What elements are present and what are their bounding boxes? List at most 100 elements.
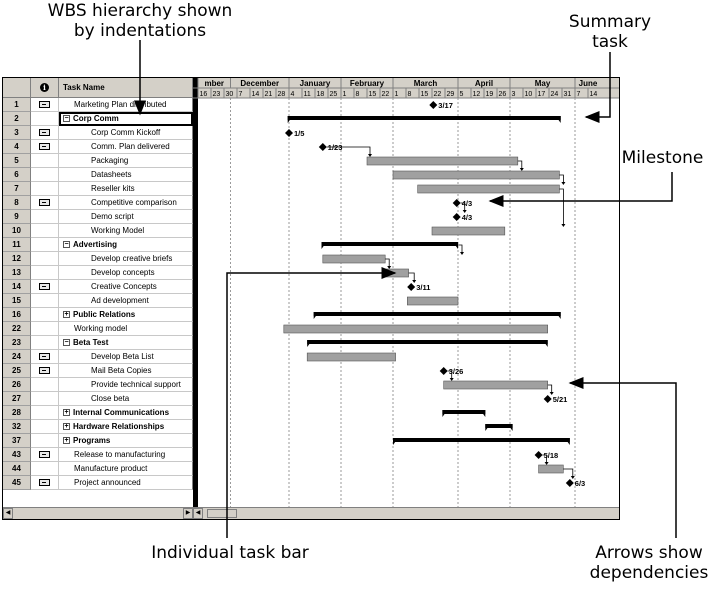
task-row[interactable]: 26 Provide technical support — [3, 378, 193, 392]
row-id[interactable]: 43 — [3, 448, 31, 462]
id-column-header[interactable] — [3, 78, 31, 98]
task-name-cell[interactable]: Release to manufacturing — [59, 448, 193, 462]
task-row[interactable]: 3 Corp Comm Kickoff — [3, 126, 193, 140]
task-row[interactable]: 2−Corp Comm — [3, 112, 193, 126]
note-icon[interactable] — [39, 479, 50, 486]
task-row[interactable]: 5 Packaging — [3, 154, 193, 168]
note-icon[interactable] — [39, 143, 50, 150]
indicators-column-header[interactable]: i — [31, 78, 59, 98]
row-id[interactable]: 12 — [3, 252, 31, 266]
expand-icon[interactable]: + — [63, 423, 70, 431]
task-row[interactable]: 27 Close beta — [3, 392, 193, 406]
note-icon[interactable] — [39, 129, 50, 136]
row-id[interactable]: 11 — [3, 238, 31, 252]
task-name-cell[interactable]: Creative Concepts — [59, 280, 193, 294]
row-id[interactable]: 8 — [3, 196, 31, 210]
collapse-icon[interactable]: − — [63, 339, 70, 347]
note-icon[interactable] — [39, 367, 50, 374]
task-name-cell[interactable]: Ad development — [59, 294, 193, 308]
note-icon[interactable] — [39, 199, 50, 206]
task-name-cell[interactable]: Close beta — [59, 392, 193, 406]
row-id[interactable]: 7 — [3, 182, 31, 196]
task-row[interactable]: 13 Develop concepts — [3, 266, 193, 280]
task-name-cell[interactable]: Marketing Plan distributed — [59, 98, 193, 112]
task-row[interactable]: 43 Release to manufacturing — [3, 448, 193, 462]
task-name-cell[interactable]: Datasheets — [59, 168, 193, 182]
collapse-icon[interactable]: − — [63, 241, 70, 249]
row-id[interactable]: 16 — [3, 308, 31, 322]
task-row[interactable]: 1 Marketing Plan distributed — [3, 98, 193, 112]
row-id[interactable]: 5 — [3, 154, 31, 168]
row-id[interactable]: 25 — [3, 364, 31, 378]
expand-icon[interactable]: + — [63, 409, 70, 417]
task-name-cell[interactable]: Mail Beta Copies — [59, 364, 193, 378]
row-id[interactable]: 28 — [3, 406, 31, 420]
row-id[interactable]: 27 — [3, 392, 31, 406]
task-row[interactable]: 23 −Beta Test — [3, 336, 193, 350]
task-row[interactable]: 28 +Internal Communications — [3, 406, 193, 420]
row-id[interactable]: 13 — [3, 266, 31, 280]
task-name-cell[interactable]: +Programs — [59, 434, 193, 448]
task-name-cell[interactable]: Packaging — [59, 154, 193, 168]
row-id[interactable]: 23 — [3, 336, 31, 350]
row-id[interactable]: 9 — [3, 210, 31, 224]
task-name-cell[interactable]: Corp Comm Kickoff — [59, 126, 193, 140]
task-name-cell[interactable]: Develop creative briefs — [59, 252, 193, 266]
task-row[interactable]: 14 Creative Concepts — [3, 280, 193, 294]
scroll-right-button[interactable]: ▶ — [183, 508, 193, 519]
task-name-cell[interactable]: Develop concepts — [59, 266, 193, 280]
row-id[interactable]: 6 — [3, 168, 31, 182]
row-id[interactable]: 32 — [3, 420, 31, 434]
expand-icon[interactable]: + — [63, 437, 70, 445]
task-row[interactable]: 25 Mail Beta Copies — [3, 364, 193, 378]
task-name-cell[interactable]: +Hardware Relationships — [59, 420, 193, 434]
task-name-cell[interactable]: Competitive comparison — [59, 196, 193, 210]
note-icon[interactable] — [39, 283, 50, 290]
scroll-left-button[interactable]: ◀ — [3, 508, 13, 519]
row-id[interactable]: 37 — [3, 434, 31, 448]
task-row[interactable]: 11 −Advertising — [3, 238, 193, 252]
task-name-cell[interactable]: +Public Relations — [59, 308, 193, 322]
row-id[interactable]: 22 — [3, 322, 31, 336]
expand-icon[interactable]: + — [63, 311, 70, 319]
row-id[interactable]: 26 — [3, 378, 31, 392]
note-icon[interactable] — [39, 353, 50, 360]
row-id[interactable]: 14 — [3, 280, 31, 294]
task-name-cell[interactable]: +Internal Communications — [59, 406, 193, 420]
row-id[interactable]: 45 — [3, 476, 31, 490]
row-id[interactable]: 4 — [3, 140, 31, 154]
task-row[interactable]: 12 Develop creative briefs — [3, 252, 193, 266]
task-name-cell[interactable]: Develop Beta List — [59, 350, 193, 364]
task-row[interactable]: 6 Datasheets — [3, 168, 193, 182]
row-id[interactable]: 24 — [3, 350, 31, 364]
task-row[interactable]: 15 Ad development — [3, 294, 193, 308]
note-icon[interactable] — [39, 101, 50, 108]
collapse-icon[interactable]: − — [63, 115, 70, 123]
chart-scroll-left-button[interactable]: ◀ — [193, 508, 203, 519]
chart-scroll-thumb[interactable] — [207, 509, 237, 518]
task-row[interactable]: 24 Develop Beta List — [3, 350, 193, 364]
task-name-cell[interactable]: −Corp Comm — [59, 112, 193, 126]
row-id[interactable]: 15 — [3, 294, 31, 308]
row-id[interactable]: 1 — [3, 98, 31, 112]
row-id[interactable]: 44 — [3, 462, 31, 476]
task-name-cell[interactable]: Working Model — [59, 224, 193, 238]
task-row[interactable]: 22 Working model — [3, 322, 193, 336]
task-name-cell[interactable]: −Advertising — [59, 238, 193, 252]
task-row[interactable]: 32 +Hardware Relationships — [3, 420, 193, 434]
note-icon[interactable] — [39, 451, 50, 458]
row-id[interactable]: 3 — [3, 126, 31, 140]
task-row[interactable]: 8 Competitive comparison — [3, 196, 193, 210]
task-name-cell[interactable]: Provide technical support — [59, 378, 193, 392]
task-name-column-header[interactable]: Task Name — [59, 78, 193, 98]
chart-horizontal-scrollbar[interactable]: ◀ — [193, 507, 619, 519]
row-id[interactable]: 10 — [3, 224, 31, 238]
task-name-cell[interactable]: Working model — [59, 322, 193, 336]
table-horizontal-scrollbar[interactable]: ◀ ▶ — [3, 507, 193, 519]
task-row[interactable]: 37 +Programs — [3, 434, 193, 448]
task-name-cell[interactable]: −Beta Test — [59, 336, 193, 350]
